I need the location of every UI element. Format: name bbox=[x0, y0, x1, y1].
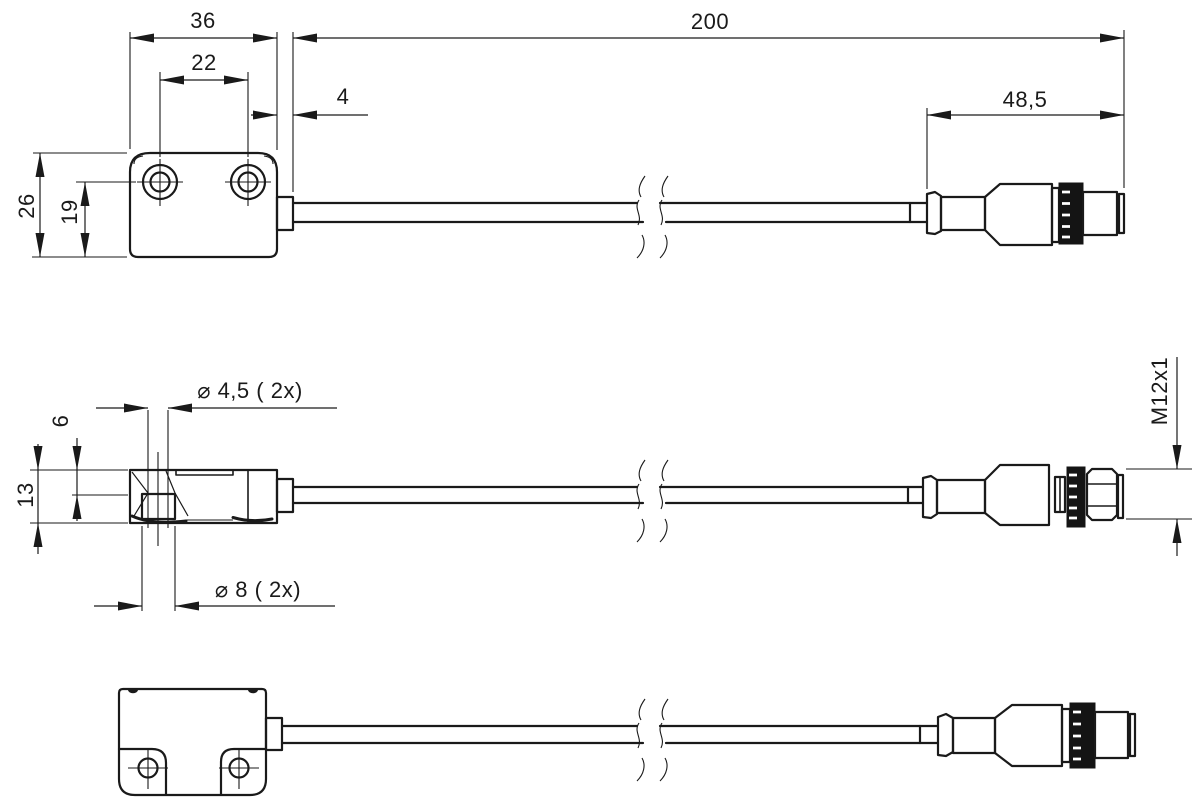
connector-tip bbox=[1117, 192, 1126, 235]
dim-label-counterbore-depth: 6 bbox=[48, 414, 73, 428]
cable-break-symbol bbox=[636, 459, 646, 543]
side-view bbox=[30, 357, 1192, 611]
m12-hex bbox=[1085, 467, 1119, 522]
dim-label-connector-length: 48,5 bbox=[1002, 87, 1048, 112]
m12-thread-body bbox=[1093, 710, 1130, 760]
cable-break-symbol bbox=[659, 459, 669, 543]
dim-label-hole-spacing: 22 bbox=[191, 50, 217, 75]
connector-boot bbox=[921, 474, 939, 520]
connector-body bbox=[983, 182, 1054, 247]
dim-label-connector-thread: M12x1 bbox=[1147, 356, 1172, 426]
connector-sleeve bbox=[951, 716, 997, 755]
side-view-sensor-body bbox=[128, 410, 295, 611]
bottom-view bbox=[117, 687, 1137, 797]
connector-body bbox=[993, 703, 1064, 768]
dim-label-block-width: 36 bbox=[190, 8, 216, 33]
dim-label-hole-axis-height: 19 bbox=[57, 199, 82, 225]
connector-sleeve bbox=[939, 195, 987, 232]
dim-label-cable-length: 200 bbox=[690, 9, 730, 34]
connector-boot bbox=[925, 190, 943, 236]
bottom-view-connector bbox=[936, 702, 1137, 769]
connector-tip bbox=[1128, 712, 1137, 758]
dim-label-mounting-hole-dia: ⌀ 4,5 ( 2x) bbox=[197, 378, 303, 403]
m12-thread-body bbox=[1081, 190, 1119, 237]
bottom-view-cable bbox=[280, 698, 940, 782]
top-view-connector bbox=[925, 182, 1126, 247]
connector-boot bbox=[936, 712, 955, 758]
connector-tip bbox=[1116, 473, 1125, 520]
cable-break-symbol bbox=[636, 698, 646, 782]
side-view-cable bbox=[291, 459, 925, 543]
top-view bbox=[32, 30, 1126, 259]
cable-gland bbox=[275, 195, 295, 232]
side-view-connector bbox=[921, 463, 1125, 528]
top-view-dimensions bbox=[32, 30, 1125, 258]
cable-gland bbox=[264, 716, 284, 752]
corner-chamfer-mark bbox=[128, 690, 138, 694]
cable-break-symbol bbox=[636, 175, 646, 259]
top-view-cable bbox=[291, 175, 929, 259]
connector-sleeve bbox=[935, 478, 987, 515]
cable-break-symbol bbox=[659, 175, 669, 259]
side-view-dimensions bbox=[30, 357, 1192, 611]
dim-label-body-thickness: 13 bbox=[13, 482, 38, 508]
dim-label-block-height: 26 bbox=[14, 193, 39, 219]
corner-chamfer-mark bbox=[248, 690, 258, 694]
dim-label-counterbore-dia: ⌀ 8 ( 2x) bbox=[214, 577, 302, 602]
top-view-sensor-body bbox=[128, 151, 295, 259]
connector-body bbox=[983, 463, 1051, 527]
bottom-view-sensor-body bbox=[117, 687, 284, 797]
cable-gland bbox=[275, 477, 295, 514]
dim-label-exit-offset: 4 bbox=[336, 84, 350, 109]
cable-break-symbol bbox=[659, 698, 669, 782]
